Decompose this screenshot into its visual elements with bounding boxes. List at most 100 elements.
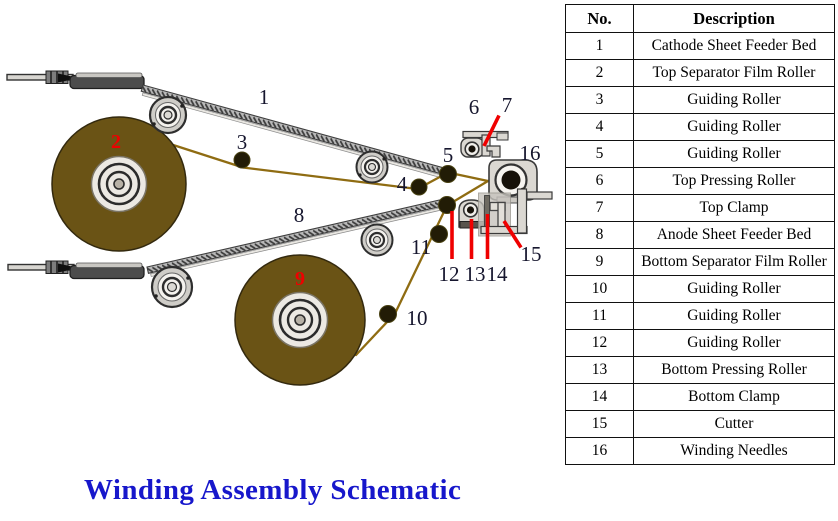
part-description-cell: Guiding Roller [633, 302, 835, 330]
top-feeder-arm [6, 70, 153, 96]
cathode-feeder-bed-rail [140, 84, 451, 180]
top-bed-mid-roller [355, 150, 389, 184]
feed-direction-arrow [58, 263, 79, 273]
winding-needle-core [501, 170, 521, 190]
guiding-roller-10 [379, 305, 397, 323]
part-description-cell: Guiding Roller [633, 86, 835, 114]
label-12: 12 [439, 262, 460, 286]
label-3: 3 [237, 130, 248, 154]
bottom-film-web [354, 179, 490, 357]
no-column-header: No. [565, 4, 634, 33]
part-description-cell: Guiding Roller [633, 275, 835, 303]
label-1: 1 [259, 85, 270, 109]
feed-direction-arrow [58, 73, 79, 83]
part-description-cell: Guiding Roller [633, 113, 835, 141]
red-callout-markers [450, 114, 523, 259]
guiding-roller-12 [438, 196, 456, 214]
label-8: 8 [294, 203, 305, 227]
part-description-cell: Top Pressing Roller [633, 167, 835, 195]
guiding-roller-5 [439, 165, 457, 183]
part-description-cell: Top Separator Film Roller [633, 59, 835, 87]
schematic-title: Winding Assembly Schematic [84, 474, 462, 506]
part-description-cell: Winding Needles [633, 437, 835, 465]
reel-axle [294, 314, 306, 326]
part-number-cell: 6 [565, 167, 634, 195]
guiding-roller-4 [410, 178, 428, 196]
label-5: 5 [443, 143, 454, 167]
label-14: 14 [487, 262, 509, 286]
part-description-cell: Bottom Clamp [633, 383, 835, 411]
part-number-cell: 7 [565, 194, 634, 222]
part-number-cell: 9 [565, 248, 634, 276]
part-number-cell: 5 [565, 140, 634, 168]
label-13: 13 [465, 262, 486, 286]
part-description-cell: Guiding Roller [633, 140, 835, 168]
part-description-cell: Top Clamp [633, 194, 835, 222]
part-number-cell: 1 [565, 32, 634, 60]
bottom-pressing-roller-clamp-cutter [458, 188, 528, 237]
top-arm-support-roller [148, 95, 188, 135]
top-separator-film-reel [51, 116, 187, 252]
part-number-cell: 2 [565, 59, 634, 87]
top-film-web [165, 141, 490, 191]
part-number-cell: 16 [565, 437, 634, 465]
guiding-roller-3 [233, 151, 251, 169]
reel-axle [113, 178, 125, 190]
part-number-cell: 15 [565, 410, 634, 438]
part-description-cell: Bottom Separator Film Roller [633, 248, 835, 276]
label-11: 11 [411, 235, 431, 259]
guiding-roller-11 [430, 225, 448, 243]
part-number-cell: 8 [565, 221, 634, 249]
table-header-row: No. Description [565, 4, 835, 33]
label-6: 6 [469, 95, 480, 119]
label-10: 10 [407, 306, 428, 330]
bottom-feeder-arm [7, 260, 145, 280]
label-7: 7 [502, 93, 513, 117]
label-15: 15 [521, 242, 542, 266]
label-2: 2 [111, 131, 121, 153]
label-4: 4 [397, 172, 408, 196]
guiding-rollers [233, 151, 457, 323]
schematic-drawing: 1 2 3 4 5 6 7 8 9 10 11 12 13 14 15 16 [6, 70, 553, 386]
label-16: 16 [520, 141, 541, 165]
part-number-cell: 10 [565, 275, 634, 303]
part-description-cell: Guiding Roller [633, 329, 835, 357]
marker-line-7 [482, 114, 501, 147]
part-number-labels: 1 2 3 4 5 6 7 8 9 10 11 12 13 14 15 16 [111, 85, 542, 330]
part-number-cell: 13 [565, 356, 634, 384]
part-description-cell: Anode Sheet Feeder Bed [633, 221, 835, 249]
description-column-header: Description [633, 4, 835, 33]
part-number-cell: 11 [565, 302, 634, 330]
label-9: 9 [295, 268, 305, 290]
part-description-cell: Bottom Pressing Roller [633, 356, 835, 384]
part-number-cell: 12 [565, 329, 634, 357]
marker-line-15 [502, 220, 523, 249]
top-clamp-foot [486, 145, 501, 158]
bottom-bed-mid-roller [360, 223, 394, 257]
bottom-arm-support-roller [150, 265, 194, 309]
part-number-cell: 3 [565, 86, 634, 114]
part-description-cell: Cathode Sheet Feeder Bed [633, 32, 835, 60]
part-number-cell: 14 [565, 383, 634, 411]
part-description-cell: Cutter [633, 410, 835, 438]
bottom-separator-film-reel [234, 254, 366, 386]
